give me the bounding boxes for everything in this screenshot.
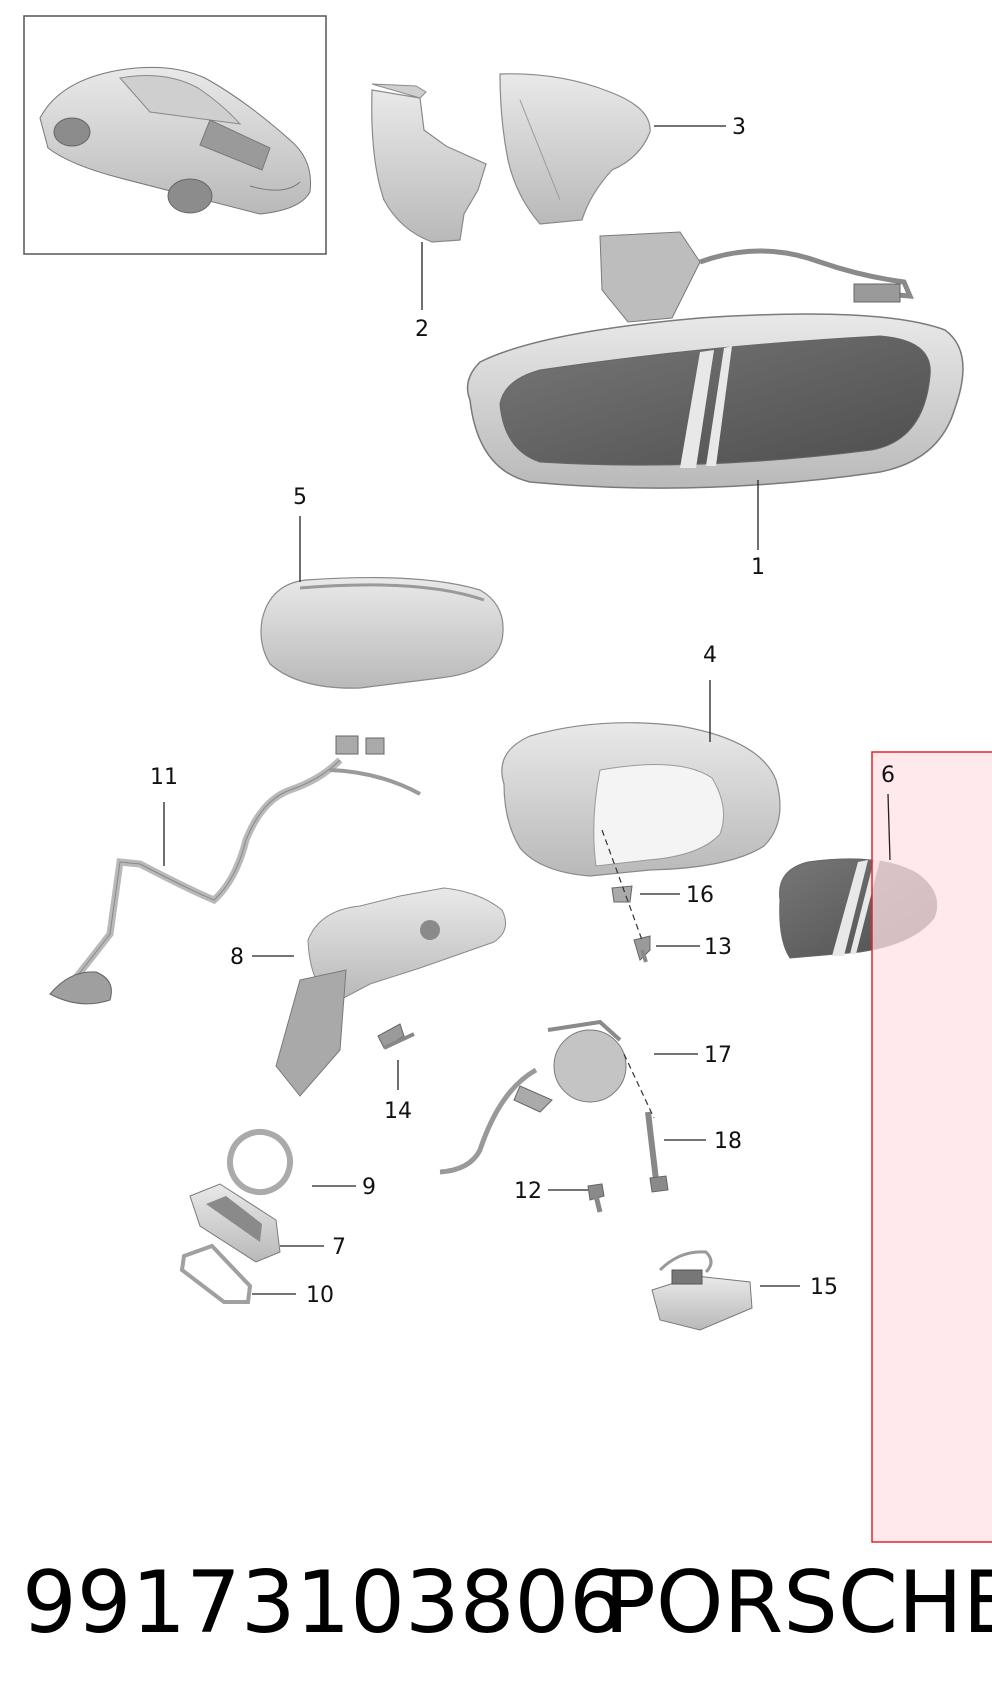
part-12-screw [587,1183,605,1213]
part-2-mirror-trim-cover [371,83,487,243]
callout-3: 3 [732,115,746,140]
callout-4: 4 [703,643,717,668]
assembly-axis-2 [623,1053,655,1119]
part-11-wiring-harness [49,735,421,1005]
callout-8: 8 [230,945,244,970]
part-18-screw [645,1111,669,1193]
part-13-screw [633,935,651,963]
part-9-seal [227,1129,293,1195]
callout-12: 12 [514,1179,542,1204]
callout-10: 10 [306,1283,334,1308]
callout-5: 5 [293,485,307,510]
callout-2: 2 [415,317,429,342]
part-17-adjustment-unit [439,1019,627,1175]
part-5-mirror-cap [260,576,504,689]
callout-13: 13 [704,935,732,960]
part-8-mirror-base-motor [275,887,507,1097]
callout-18: 18 [714,1129,742,1154]
part-7-bracket [189,1183,281,1263]
part-14-screw [377,1023,415,1050]
callout-7: 7 [332,1235,346,1260]
callout-1: 1 [751,555,765,580]
part-1-interior-mirror [466,231,964,489]
callout-16: 16 [686,883,714,908]
footer: 99173103806 PORSCHE [0,1543,992,1683]
highlight-box [871,751,992,1543]
callout-9: 9 [362,1175,376,1200]
callout-11: 11 [150,765,178,790]
vehicle-thumbnail [23,15,327,255]
part-3-mount-housing [499,73,651,225]
callout-14: 14 [384,1099,412,1124]
part-10-gasket [179,1243,253,1304]
brand-name: PORSCHE [604,1553,992,1653]
callout-6: 6 [881,763,895,788]
callouts: 1 2 3 4 5 6 7 8 9 10 11 12 13 14 15 16 1 [150,115,895,1308]
part-number: 99173103806 [22,1553,624,1653]
part-15-control-module [651,1250,753,1331]
part-4-mirror-housing [501,722,781,877]
part-16-clip [611,885,633,903]
callout-15: 15 [810,1275,838,1300]
callout-17: 17 [704,1043,732,1068]
